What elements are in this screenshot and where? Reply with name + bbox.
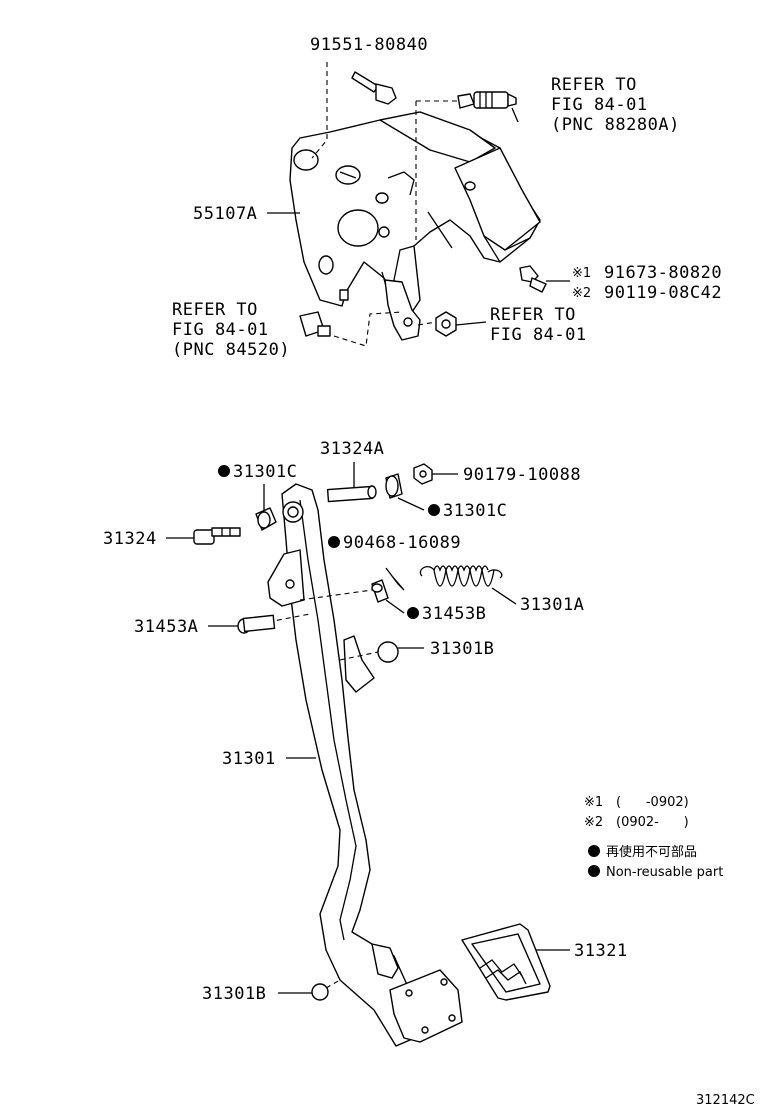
label-lever-31301: 31301 xyxy=(222,749,276,769)
bolt-91673-drawing xyxy=(519,265,547,293)
label-refer-a-line2: FIG 84-01 xyxy=(551,95,648,115)
legend-note1-text: ( -0902) xyxy=(616,795,689,810)
non-reusable-dot-clip xyxy=(328,536,340,548)
non-reusable-dot-pin-clip xyxy=(407,607,419,619)
label-refer-a-line1: REFER TO xyxy=(551,75,637,95)
label-refer-b-line3: (PNC 84520) xyxy=(172,340,290,360)
label-refer-a-line3: (PNC 88280A) xyxy=(551,115,680,135)
bolt-31324-drawing xyxy=(193,527,241,545)
legend-note2-mark: ※2 xyxy=(584,815,603,830)
label-clip-90468-16089: 90468-16089 xyxy=(343,533,461,553)
label-refer-c-line2: FIG 84-01 xyxy=(490,325,587,345)
non-reusable-dot-bushing-left xyxy=(218,465,230,477)
nut-refer-drawing xyxy=(435,311,457,337)
label-spring-31301a: 31301A xyxy=(520,595,584,615)
label-stopper-31301b-bottom: 31301B xyxy=(202,984,266,1004)
non-reusable-dot-bushing-right xyxy=(428,504,440,516)
nut-90179-drawing xyxy=(413,463,433,485)
leader-lines xyxy=(166,107,570,994)
pedal-lever-drawing xyxy=(267,483,463,1047)
legend: ※1 ( -0902) ※2 (0902- ) 再使用不可部品 Non-reus… xyxy=(584,795,723,880)
label-refer-b-line1: REFER TO xyxy=(172,300,258,320)
spring-31301a-drawing xyxy=(419,565,503,587)
label-pad-31321: 31321 xyxy=(574,941,628,961)
label-bolt-31324: 31324 xyxy=(103,529,157,549)
pedal-support-bracket-drawing xyxy=(289,62,541,347)
switch-84520-drawing xyxy=(299,311,331,337)
label-bushing-31301c-left: 31301C xyxy=(233,462,297,482)
label-refer-c-line1: REFER TO xyxy=(490,305,576,325)
bushing-31301c-left-drawing xyxy=(255,507,277,531)
diagram-id: 312142C xyxy=(696,1093,755,1108)
bolt-91551-80840-drawing xyxy=(351,71,397,105)
bushing-31301c-right-drawing xyxy=(385,473,403,499)
shaft-31324a-drawing xyxy=(326,485,377,503)
legend-dot-en xyxy=(588,865,600,877)
stopper-31301b-top-drawing xyxy=(377,641,399,663)
label-nut-90179-10088: 90179-10088 xyxy=(463,465,581,485)
label-bushing-31301c-right: 31301C xyxy=(443,501,507,521)
label-pin-clip-31453b: 31453B xyxy=(422,604,486,624)
legend-en-text: Non-reusable part xyxy=(606,865,723,880)
legend-note1-mark: ※1 xyxy=(584,795,603,810)
label-bolt-90119-08c42: 90119-08C42 xyxy=(604,283,722,303)
label-support-55107a: 55107A xyxy=(193,204,257,224)
label-bolt-mark-2: ※2 xyxy=(572,286,591,301)
label-pin-31453a: 31453A xyxy=(134,617,198,637)
label-bolt-91551-80840: 91551-80840 xyxy=(310,35,428,55)
label-bolt-91673-80820: 91673-80820 xyxy=(604,263,722,283)
stopper-31301b-bottom-drawing xyxy=(311,983,329,1001)
pedal-pad-31321-drawing xyxy=(461,923,551,1001)
legend-dot-jp xyxy=(588,845,600,857)
label-stopper-31301b-top: 31301B xyxy=(430,639,494,659)
pin-clip-31453b-drawing xyxy=(371,579,389,603)
pin-31453a-drawing xyxy=(237,614,276,634)
label-shaft-31324a: 31324A xyxy=(320,439,384,459)
legend-jp-text: 再使用不可部品 xyxy=(606,844,697,860)
label-refer-b-line2: FIG 84-01 xyxy=(172,320,269,340)
stop-lamp-switch-drawing xyxy=(457,91,517,109)
label-bolt-mark-1: ※1 xyxy=(572,266,591,281)
legend-note2-text: (0902- ) xyxy=(616,815,689,830)
clip-90468-drawing xyxy=(385,567,405,591)
